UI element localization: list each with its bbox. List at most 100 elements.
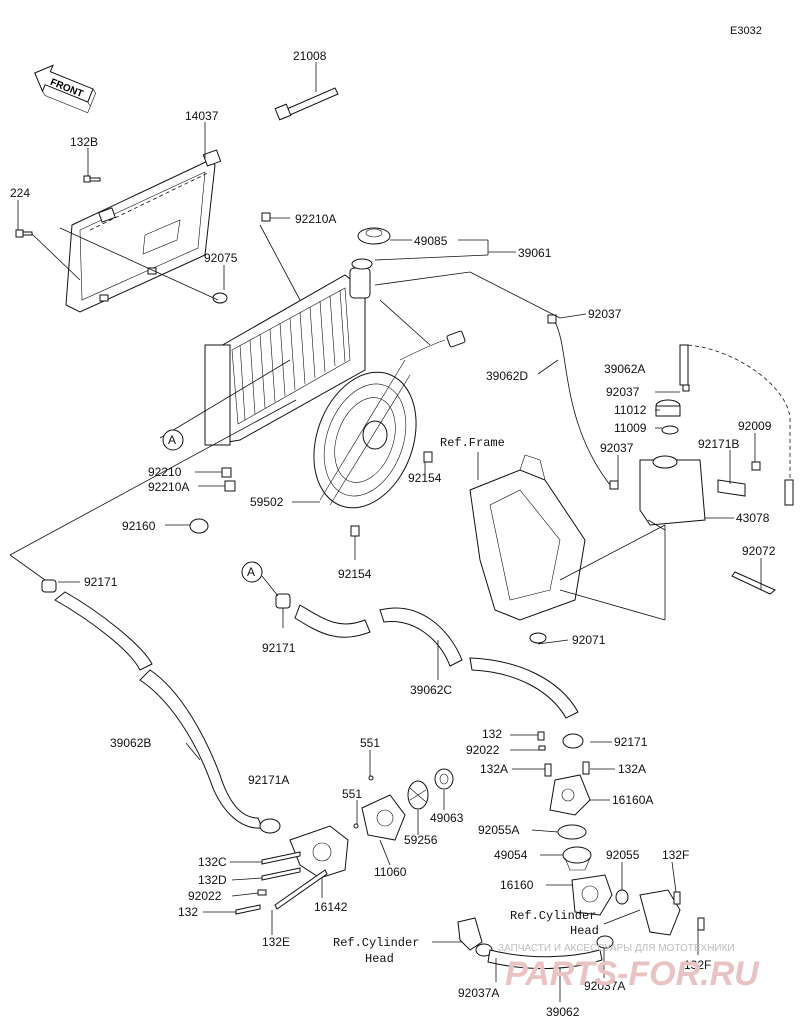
part-label-14037: 14037 (185, 109, 219, 123)
reservoir-tank (639, 344, 761, 526)
bolts-left-group (235, 851, 328, 915)
thermo-switch-icon (274, 87, 339, 121)
callout-a-2-label: A (247, 565, 255, 579)
water-pipe-right (639, 889, 681, 936)
part-label-49085: 49085 (414, 234, 448, 248)
part-label-92037a-r: 92037A (584, 979, 625, 993)
part-label-132: 132 (482, 727, 502, 741)
part-label-92210a-top: 92210A (295, 212, 336, 226)
part-label-92160: 92160 (122, 519, 156, 533)
part-label-92022-right: 92022 (466, 743, 500, 757)
callout-a-2: A (241, 561, 279, 597)
leader-lines (9, 62, 762, 1002)
bolt-132b-icon (83, 175, 101, 183)
part-label-132c: 132C (198, 855, 227, 869)
thermostat-icon (562, 846, 592, 871)
clamp-92171-left-icon (41, 579, 57, 593)
part-label-92072: 92072 (742, 544, 776, 558)
diagram-code: E3032 (730, 25, 762, 37)
hose-39062c (294, 604, 579, 719)
bolt-132a-r-icon (582, 761, 590, 775)
part-label-92171-mid: 92171 (262, 641, 296, 655)
nut-92210a-icon (224, 480, 236, 492)
part-label-551-top: 551 (360, 736, 380, 750)
part-label-92055: 92055 (606, 848, 640, 862)
hose-39062 (457, 917, 603, 970)
callout-a-1-label: A (168, 433, 176, 447)
part-label-132f-low: 132F (684, 958, 711, 972)
part-label-11012: 11012 (614, 403, 647, 417)
part-label-39062a: 39062A (604, 362, 645, 376)
ref-cylinder-left-label-2: Head (365, 952, 394, 966)
part-label-59502: 59502 (250, 495, 284, 509)
part-label-92037a-l: 92037A (458, 986, 499, 1000)
bolt-132f-top-icon (673, 891, 681, 905)
impeller-icon (407, 780, 429, 810)
part-label-59256: 59256 (404, 833, 438, 847)
watermark-caption: ЗАПЧАСТИ И АКСЕССУАРЫ ДЛЯ МОТОТЕХНИКИ (498, 943, 735, 954)
part-label-551-mid: 551 (342, 787, 362, 801)
oring-92055-icon (615, 889, 629, 905)
part-label-92154-a: 92154 (408, 471, 442, 485)
radiator-guard (65, 149, 222, 313)
clamp-92037a-r-icon (596, 935, 614, 949)
part-label-92037-mid: 92037 (606, 385, 640, 399)
part-label-92037-low: 92037 (600, 441, 634, 455)
clamp-92171-mid-icon (275, 593, 291, 609)
washer-92022-right-icon (538, 745, 546, 751)
part-label-49063: 49063 (430, 811, 464, 825)
water-pump-cover (361, 794, 406, 841)
part-label-92022-left: 92022 (188, 889, 222, 903)
bolt-92154-b-icon (350, 525, 360, 537)
part-label-132e: 132E (262, 935, 290, 949)
part-label-43078: 43078 (736, 511, 770, 525)
hose-39062d (554, 321, 611, 486)
bolt-132f-low-icon (697, 917, 705, 931)
ref-cylinder-left-label-1: Ref.Cylinder (333, 936, 419, 950)
callout-a-1: A (162, 429, 184, 451)
part-label-39062d: 39062D (486, 369, 528, 383)
watermark-logo: PARTS-FOR.RU (505, 955, 760, 993)
part-label-92037-top: 92037 (588, 307, 622, 321)
part-label-92075: 92075 (204, 251, 238, 265)
part-label-49054: 49054 (494, 848, 528, 862)
pin-551-mid-icon (353, 823, 359, 829)
part-label-39062b: 39062B (110, 736, 151, 750)
hose-39062b (54, 591, 263, 829)
part-label-92210: 92210 (148, 465, 182, 479)
part-label-21008: 21008 (293, 49, 327, 63)
part-label-132f-top: 132F (662, 848, 689, 862)
part-label-92171a: 92171A (248, 773, 289, 787)
pin-551-top-icon (368, 775, 374, 781)
fan-assembly (313, 339, 446, 509)
part-label-39062: 39062 (546, 1005, 580, 1019)
thermostat-cover (549, 733, 591, 816)
ref-cylinder-right-label-1: Ref.Cylinder (510, 909, 596, 923)
ref-frame-label: Ref.Frame (440, 436, 505, 450)
part-label-132a-r: 132A (618, 762, 646, 776)
pump-body-16142 (289, 825, 349, 879)
part-labels: 2100814037132B22492210A49085390619207592… (10, 49, 776, 1019)
ref-cylinder-right-label-2: Head (570, 924, 599, 938)
part-label-92210a-low: 92210A (148, 480, 189, 494)
part-label-92055a: 92055A (478, 823, 519, 837)
part-label-224: 224 (10, 186, 30, 200)
grommet-92075-icon (212, 292, 228, 304)
mechanical-seal-icon (434, 768, 454, 790)
radiator-core (204, 258, 373, 446)
part-label-92171b: 92171B (698, 437, 739, 451)
grommet-92071-icon (529, 632, 547, 644)
clamp-92037-top-icon (547, 314, 557, 324)
part-label-92171-right: 92171 (614, 735, 648, 749)
overflow-tube-icon (784, 479, 794, 506)
part-label-16142: 16142 (314, 900, 348, 914)
thermostat-housing (571, 874, 613, 916)
part-label-16160a: 16160A (612, 793, 653, 807)
part-label-39061: 39061 (518, 246, 552, 260)
part-label-132d: 132D (198, 873, 227, 887)
part-label-16160: 16160 (500, 878, 534, 892)
bolt-224-icon (15, 229, 33, 238)
bolt-92154-a-icon (423, 451, 433, 463)
bolt-132a-l-icon (544, 763, 552, 777)
part-label-132b: 132B (70, 135, 98, 149)
